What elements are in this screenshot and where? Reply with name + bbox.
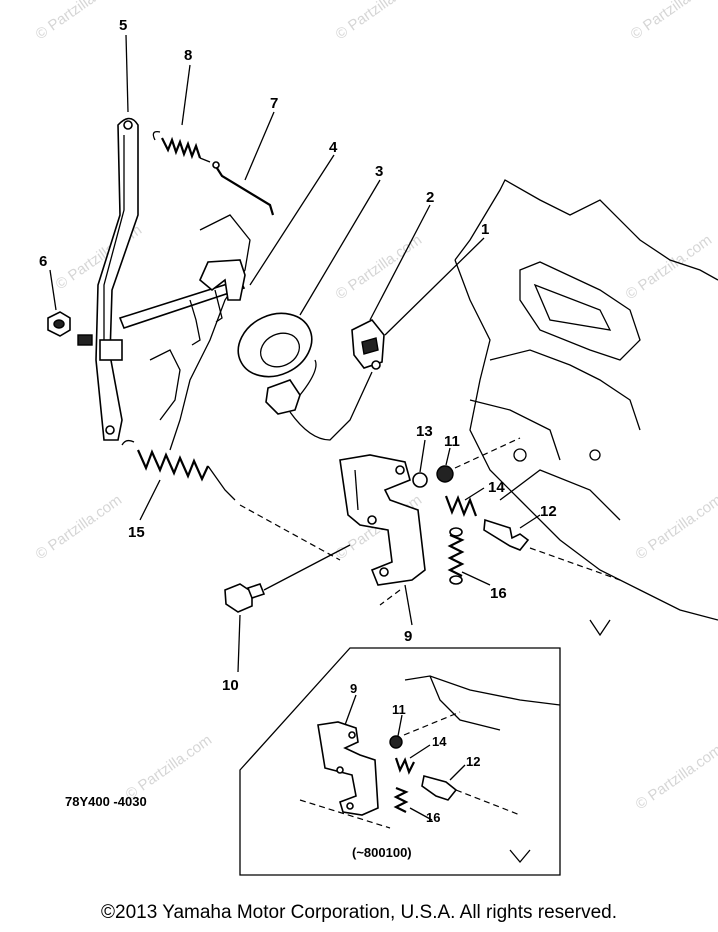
watermark: © Partzilla.com <box>333 0 426 43</box>
watermark: © Partzilla.com <box>33 491 126 563</box>
callout-labels: 5 8 7 4 3 2 1 6 15 13 11 14 12 16 9 10 <box>39 17 557 694</box>
inset-callout-12: 12 <box>466 754 480 769</box>
part-5-lever <box>77 117 139 441</box>
callout-13: 13 <box>416 423 433 440</box>
inset-box: 9 11 14 12 16 (~800100) <box>239 647 561 876</box>
callout-10: 10 <box>222 677 239 694</box>
callout-3: 3 <box>375 163 383 180</box>
part-15-spring <box>121 439 341 561</box>
callout-11: 11 <box>444 433 460 450</box>
part-4-shaft <box>118 259 246 346</box>
part-6-nut <box>47 311 71 337</box>
copyright-notice: ©2013 Yamaha Motor Corporation, U.S.A. A… <box>101 902 617 923</box>
inset-serial-note: (~800100) <box>352 845 412 860</box>
part-8-spring <box>152 131 211 163</box>
leader-lines <box>49 34 541 673</box>
callout-6: 6 <box>39 253 47 270</box>
part-12-bolt <box>483 518 530 551</box>
part-7-rod <box>212 161 275 216</box>
inset-callout-16: 16 <box>426 810 440 825</box>
callout-15: 15 <box>128 524 145 541</box>
part-10-bolt <box>224 544 351 613</box>
callout-12: 12 <box>540 503 557 520</box>
part-11-nut <box>436 465 454 483</box>
part-9-bracket <box>339 454 426 606</box>
callout-2: 2 <box>426 189 434 206</box>
callout-16: 16 <box>490 585 507 602</box>
small-hardware <box>412 437 621 581</box>
callout-1: 1 <box>481 221 489 238</box>
callout-8: 8 <box>184 47 192 64</box>
part-14-spring <box>444 495 478 517</box>
engine-housing <box>149 179 718 637</box>
watermark: © Partzilla.com <box>623 231 716 303</box>
callout-5: 5 <box>119 17 127 34</box>
part-16-spring <box>447 527 465 585</box>
callout-4: 4 <box>329 139 338 156</box>
watermark: © Partzilla.com <box>633 741 718 813</box>
inset-callout-14: 14 <box>432 734 447 749</box>
inset-callout-9: 9 <box>350 681 357 696</box>
watermark: © Partzilla.com <box>633 491 718 563</box>
part-3-ring <box>237 312 373 441</box>
callout-7: 7 <box>270 95 278 112</box>
callout-9: 9 <box>404 628 412 645</box>
diagram-code: 78Y400 -4030 <box>65 794 147 809</box>
part-13-washer <box>412 472 428 488</box>
watermark: © Partzilla.com <box>123 731 216 803</box>
callout-14: 14 <box>488 479 505 496</box>
part-2-switch <box>351 318 385 370</box>
watermark: © Partzilla.com <box>33 0 126 43</box>
watermark: © Partzilla.com <box>628 0 718 43</box>
inset-callout-11: 11 <box>392 702 406 717</box>
